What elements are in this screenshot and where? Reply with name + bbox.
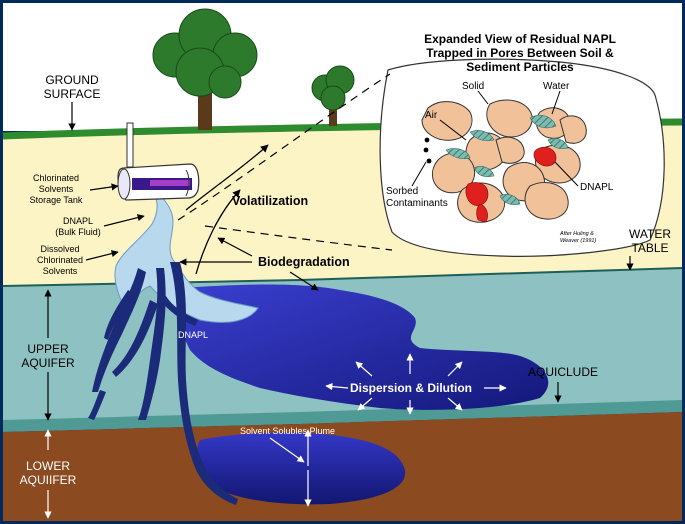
label-dnapl-bulk-2: (Bulk Fluid): [55, 227, 101, 237]
biodegradation-group: Biodegradation: [179, 237, 350, 291]
label-dnapl-bulk-1: DNAPL: [63, 216, 93, 226]
label-upper-aquifer-2: AQUIFER: [21, 356, 75, 370]
left-labels: GROUND SURFACE Chlorinated Solvents Stor…: [20, 73, 145, 519]
aquiclude-layer: [3, 400, 682, 432]
dissolved-plume-upper: [176, 284, 549, 410]
label-tank-2: Solvents: [39, 184, 74, 194]
tree-large: [152, 8, 258, 130]
label-water-table-1: WATER: [629, 227, 671, 241]
label-biodegradation: Biodegradation: [258, 255, 350, 269]
water-film: [529, 114, 557, 129]
label-dnapl-plume: DNAPL: [178, 330, 208, 340]
label-upper-aquifer-1: UPPER: [27, 342, 69, 356]
label-tank-3: Storage Tank: [30, 195, 83, 205]
label-volatilization: Volatilization: [232, 194, 308, 208]
label-solid: Solid: [462, 81, 484, 92]
water-film: [445, 148, 471, 160]
particle: [524, 182, 569, 220]
label-ground-1: GROUND: [45, 73, 99, 87]
napl-blob: [465, 182, 489, 206]
label-dissolved-3: Solvents: [43, 266, 78, 276]
label-air: Air: [425, 110, 438, 121]
water-film: [473, 166, 495, 178]
water-film: [547, 138, 569, 150]
dispersion-group: Dispersion & Dilution: [325, 353, 507, 415]
label-dissolved-1: Dissolved: [40, 244, 79, 254]
label-lower-aquifer-2: AQUIIFER: [20, 473, 77, 487]
label-dispersion: Dispersion & Dilution: [350, 381, 472, 395]
napl-blob: [476, 203, 488, 223]
label-dissolved-2: Chlorinated: [37, 255, 83, 265]
inset-title-line-3: Sediment Particles: [466, 60, 574, 74]
particle: [495, 136, 525, 164]
water-film: [469, 130, 495, 142]
solvent-solubles-plume: [196, 432, 406, 505]
label-sorbed: Sorbed: [386, 186, 418, 197]
solvent-plume-group: Solvent Solubles Plume: [240, 426, 335, 507]
inset-connector-lines: [177, 73, 393, 251]
label-ground-2: SURFACE: [44, 87, 101, 101]
particle: [421, 101, 473, 141]
particle: [559, 115, 587, 144]
label-contaminants: Contaminants: [386, 198, 448, 209]
particle: [486, 99, 533, 138]
water-film: [499, 194, 521, 206]
sorbed-contaminant-dots: [423, 137, 432, 164]
label-solvent-plume: Solvent Solubles Plume: [240, 426, 335, 436]
inset-credit-line-1: After Huling &: [559, 231, 594, 237]
inset-credit-line-2: Weaver (1991): [560, 238, 596, 244]
dnapl-fingers: [88, 262, 238, 505]
label-water-table-2: TABLE: [631, 241, 668, 255]
expanded-view-inset: Expanded View of Residual NAPL Trapped i…: [379, 32, 665, 257]
label-aquiclude: AQUICLUDE: [528, 365, 598, 379]
label-water: Water: [543, 81, 570, 92]
inset-title-line-2: Trapped in Pores Between Soil &: [426, 46, 614, 60]
label-dnapl-inset: DNAPL: [580, 182, 614, 193]
label-lower-aquifer-1: LOWER: [26, 459, 70, 473]
volatilization-arrows: [185, 144, 269, 275]
storage-tank: [117, 122, 200, 201]
inset-title-line-1: Expanded View of Residual NAPL: [424, 32, 616, 46]
napl-blob: [533, 146, 557, 167]
water-table-line: [2, 267, 683, 287]
label-tank-1: Chlorinated: [33, 173, 79, 183]
